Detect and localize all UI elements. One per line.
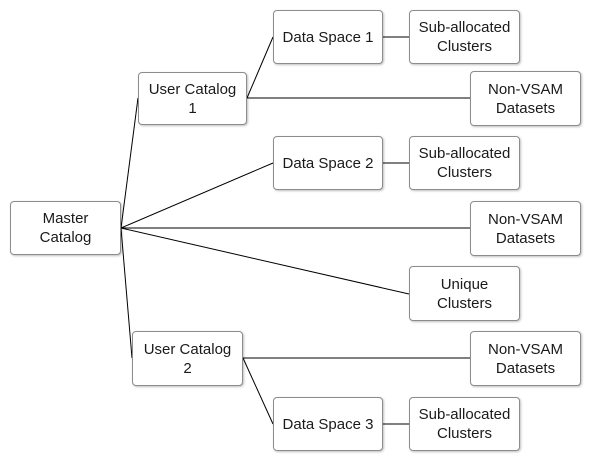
nonvsam-datasets-master-line1: Non-VSAM: [487, 210, 564, 228]
nonvsam-datasets-master-line2: Datasets: [495, 229, 556, 247]
data-space-1-box: Data Space 1: [273, 10, 383, 64]
nonvsam-datasets-2-line1: Non-VSAM: [487, 340, 564, 358]
suballocated-clusters-3-line1: Sub-allocated: [418, 406, 511, 423]
edge-master-to-user-catalog-2: [120, 227, 133, 359]
suballocated-clusters-2-line1: Sub-allocated: [418, 145, 511, 162]
master-catalog-line2: Catalog: [39, 229, 92, 246]
suballocated-clusters-3-line2: Clusters: [436, 425, 492, 442]
unique-clusters-line2: Clusters: [436, 294, 492, 312]
edge-master-to-unique-clusters: [120, 227, 410, 295]
nonvsam-datasets-1-line2: Datasets: [495, 99, 556, 117]
edge-master-to-data-space-2: [120, 162, 274, 229]
user-catalog-1-line1: User Catalog: [148, 80, 237, 98]
suballocated-clusters-3-box: Sub-allocated Clusters: [409, 397, 520, 451]
edge-user-catalog-2-to-data-space-3: [242, 357, 274, 425]
nonvsam-datasets-1-box: Non-VSAM Datasets: [470, 71, 581, 126]
nonvsam-datasets-master-box: Non-VSAM Datasets: [470, 201, 581, 256]
data-space-2-label: Data Space 2: [282, 154, 374, 172]
user-catalog-1-box: User Catalog 1: [138, 72, 247, 125]
edge-master-to-user-catalog-1: [120, 97, 139, 229]
unique-clusters-box: Unique Clusters: [409, 266, 520, 321]
user-catalog-2-line1: User Catalog: [143, 340, 232, 358]
nonvsam-datasets-2-line2: Datasets: [495, 359, 556, 377]
master-catalog-line1: Master: [42, 210, 89, 227]
suballocated-clusters-1-line2: Clusters: [436, 38, 492, 55]
suballocated-clusters-1-line1: Sub-allocated: [418, 19, 511, 36]
data-space-2-box: Data Space 2: [273, 136, 383, 190]
data-space-1-label: Data Space 1: [282, 28, 374, 46]
unique-clusters-line1: Unique: [440, 275, 489, 293]
nonvsam-datasets-2-box: Non-VSAM Datasets: [470, 331, 581, 386]
nonvsam-datasets-1-line1: Non-VSAM: [487, 80, 564, 98]
edge-user-catalog-1-to-data-space-1: [246, 36, 274, 99]
user-catalog-1-line2: 1: [188, 99, 197, 117]
user-catalog-2-line2: 2: [183, 359, 192, 377]
suballocated-clusters-1-box: Sub-allocated Clusters: [409, 10, 520, 64]
user-catalog-2-box: User Catalog 2: [132, 331, 243, 386]
data-space-3-label: Data Space 3: [282, 415, 374, 433]
suballocated-clusters-2-line2: Clusters: [436, 164, 492, 181]
suballocated-clusters-2-box: Sub-allocated Clusters: [409, 136, 520, 190]
data-space-3-box: Data Space 3: [273, 397, 383, 451]
master-catalog-box: Master Catalog: [10, 201, 121, 255]
